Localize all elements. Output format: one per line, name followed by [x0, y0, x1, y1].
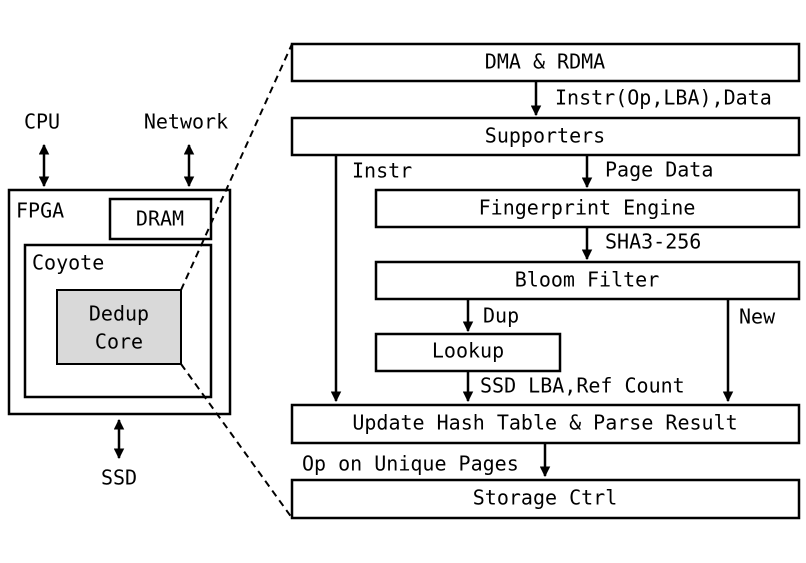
dedup-core-label-line1: Dedup: [89, 302, 149, 326]
network-label: Network: [144, 110, 228, 134]
dram-label: DRAM: [136, 207, 184, 231]
coyote-label: Coyote: [32, 251, 104, 275]
instr-label: Instr: [352, 159, 412, 183]
sha3-label: SHA3-256: [605, 230, 701, 254]
dedup-core-box: [56, 289, 182, 365]
new-label: New: [739, 305, 776, 329]
supporters-label: Supporters: [485, 124, 605, 148]
dup-label: Dup: [483, 304, 519, 328]
supporters-box: [290, 116, 801, 157]
dedup-core-label-line2: Core: [95, 330, 143, 354]
lookup-box: [374, 332, 562, 373]
storage-ctrl-box: [290, 478, 801, 520]
page-data-label: Page Data: [605, 158, 713, 182]
bloom-filter-box: [374, 260, 801, 301]
storage-ctrl-label: Storage Ctrl: [473, 486, 618, 510]
dram-box: [108, 197, 213, 241]
bloom-filter-label: Bloom Filter: [515, 268, 660, 292]
ssd-lba-ref-count-label: SSD LBA,Ref Count: [480, 374, 685, 398]
cpu-label: CPU: [24, 110, 60, 134]
update-hash-table-label: Update Hash Table & Parse Result: [352, 411, 737, 435]
zoom-line-bottom: [180, 363, 293, 519]
op-unique-pages-label: Op on Unique Pages: [302, 452, 519, 476]
dma-rdma-label: DMA & RDMA: [485, 50, 605, 74]
update-hash-table-box: [290, 403, 801, 445]
fingerprint-engine-label: Fingerprint Engine: [479, 196, 696, 220]
zoom-line-top: [180, 43, 293, 291]
instr-op-lba-data-label: Instr(Op,LBA),Data: [555, 86, 772, 110]
dma-rdma-box: [290, 42, 801, 83]
fingerprint-engine-box: [374, 188, 801, 229]
lookup-label: Lookup: [432, 339, 504, 363]
fpga-label: FPGA: [16, 199, 64, 223]
ssd-label: SSD: [101, 466, 137, 490]
